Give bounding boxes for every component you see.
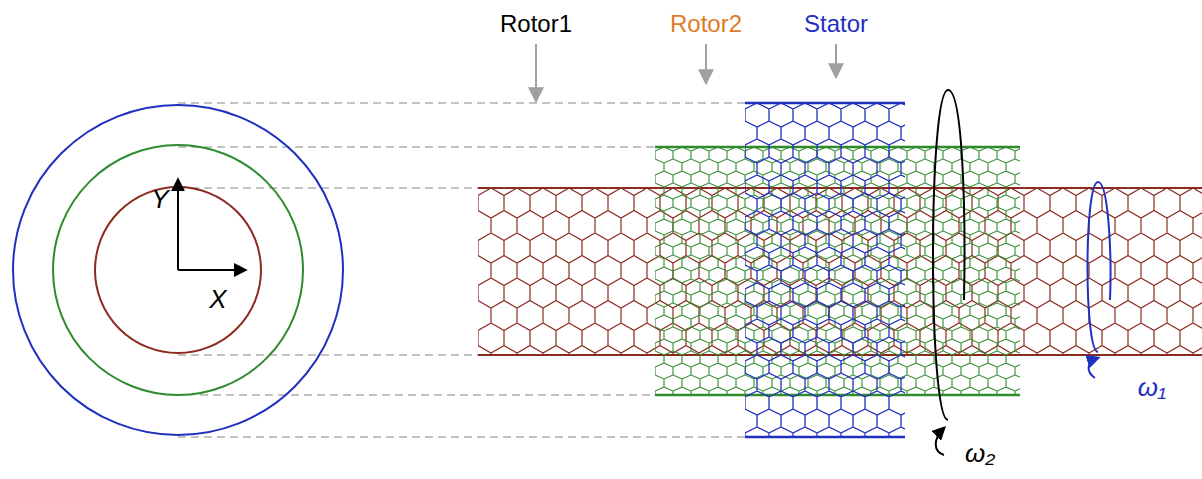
stator-circle — [13, 105, 343, 435]
axis-label: Y — [151, 186, 168, 212]
y-axis — [177, 180, 179, 270]
part-label: Rotor1 — [500, 12, 572, 36]
omega2-arrowhead — [936, 428, 944, 455]
rotor2-circle — [53, 145, 303, 395]
angular-velocity-label: ω₂ — [965, 440, 995, 466]
angular-velocity-label: ω₁ — [1138, 374, 1166, 400]
part-label: Rotor2 — [670, 12, 742, 36]
omega1-arrowhead — [1089, 358, 1098, 378]
omega2-rotation-arrow — [933, 90, 964, 420]
omega1-rotation-arrow — [1088, 182, 1111, 352]
x-axis — [178, 269, 245, 271]
axis-label: X — [209, 286, 226, 312]
part-label: Stator — [804, 12, 868, 36]
pointer-arrows — [536, 44, 836, 100]
stator-tube — [745, 103, 905, 437]
